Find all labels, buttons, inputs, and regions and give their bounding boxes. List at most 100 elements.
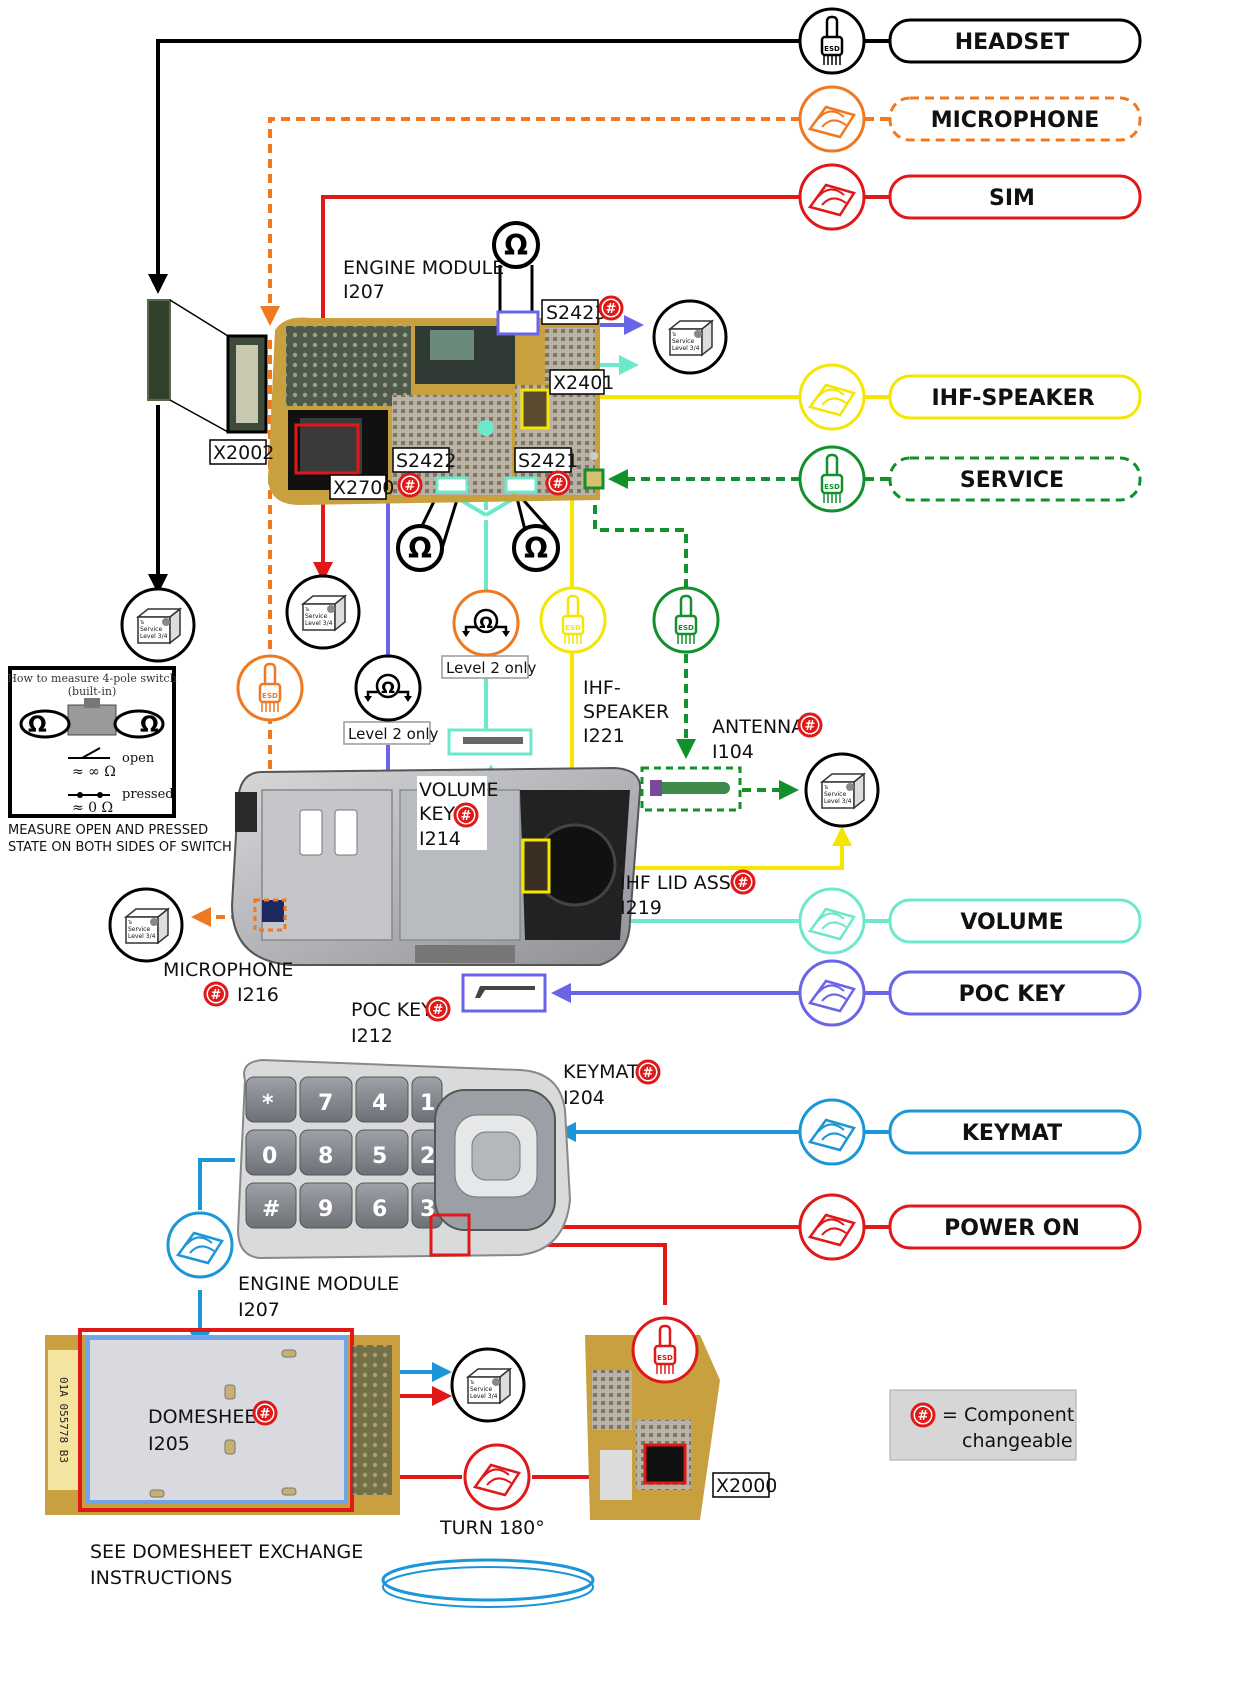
service-level-s2423-icon-text-0: To [671, 332, 677, 337]
esd-ihf-speaker-icon: ESD [541, 588, 605, 652]
badge-keymat: # [637, 1061, 659, 1083]
terminal-microphone: MICROPHONE [890, 98, 1140, 140]
esd-power-on-icon-text: ESD [657, 1354, 673, 1362]
engine-module-code: I207 [343, 281, 385, 303]
x2002-connector [148, 300, 266, 432]
badge-s2422: # [399, 474, 421, 496]
poc-key-part [463, 975, 545, 1011]
ohm-meter-s2421-icon-glyph: Ω [524, 532, 548, 565]
keymat-part [238, 1060, 570, 1258]
service-level-x2700-icon-text-0: To [304, 607, 310, 612]
terminal-poc-key-label: POC KEY [959, 982, 1067, 1007]
terminal-ihf-speaker: IHF-SPEAKER [890, 376, 1140, 418]
key-3: 3 [420, 1197, 435, 1222]
antenna-part [642, 768, 740, 810]
terminal-power-on: POWER ON [890, 1206, 1140, 1248]
volume-key-code: I214 [419, 828, 461, 850]
poc-key-label: POC KEY [351, 999, 433, 1021]
ohm-meter-s2422-icon: Ω [398, 526, 442, 570]
level2-label-b-group: Level 2 only [344, 722, 439, 744]
terminal-power-on-label: POWER ON [944, 1216, 1080, 1241]
legend-line-1: = Component [942, 1404, 1074, 1426]
service-level-domesheet-icon-text-1: Service [470, 1386, 492, 1393]
badge-poc-key: # [427, 998, 449, 1020]
engine-module-label: ENGINE MODULE [343, 257, 504, 279]
ohm-meter-s2423-icon-glyph: Ω [504, 229, 528, 262]
ihf-speaker-label-2: SPEAKER [583, 701, 669, 723]
keymat-code: I204 [563, 1087, 605, 1109]
manual-sim-icon [800, 165, 864, 229]
ihf-lid-label: IHF LID ASSY [620, 872, 743, 894]
badge-keymat-glyph: # [643, 1066, 654, 1081]
terminal-microphone-label: MICROPHONE [931, 108, 1100, 133]
service-level-x2700-icon-text-2: Level 3/4 [305, 620, 333, 627]
terminal-poc-key: POC KEY [890, 972, 1140, 1014]
service-level-antenna-icon: ToServiceLevel 3/4 [806, 754, 878, 826]
manual-ihf-speaker-icon [800, 365, 864, 429]
inset-open-value: ≈ ∞ Ω [72, 764, 116, 780]
key-1: * [262, 1091, 274, 1116]
esd-power-on-icon: ESD [633, 1318, 697, 1382]
service-level-antenna-icon-text-1: Service [824, 791, 846, 798]
terminal-volume-label: VOLUME [960, 910, 1063, 935]
antenna-label: ANTENNA [712, 716, 804, 738]
esd-service-icon-text: ESD [824, 483, 840, 491]
service-level-antenna-icon-text-2: Level 3/4 [824, 798, 852, 805]
key-9: 9 [318, 1197, 333, 1222]
terminal-ihf-speaker-label: IHF-SPEAKER [931, 386, 1094, 411]
esd-ihf-speaker-icon-text: ESD [565, 624, 581, 632]
s2422-switch-box [437, 478, 467, 492]
key-one: 1 [420, 1091, 435, 1116]
microphone-label: MICROPHONE [163, 959, 293, 981]
service-level-domesheet-icon-text-2: Level 3/4 [470, 1393, 498, 1400]
icons-layer: ESDESDESDESDESDESDToServiceLevel 3/4ToSe… [110, 9, 934, 1509]
esd-microphone-icon: ESD [238, 656, 302, 720]
service-level-microphone-icon-text-2: Level 3/4 [128, 933, 156, 940]
x2000-label-group: X2000 [713, 1473, 777, 1497]
key-7: 7 [318, 1091, 333, 1116]
x2700-label: X2700 [333, 477, 394, 499]
engine-module-2-label: ENGINE MODULE [238, 1273, 399, 1295]
manual-domesheet-icon [168, 1213, 232, 1277]
domesheet-code: I205 [148, 1433, 190, 1455]
service-level-microphone-icon-text-0: To [127, 920, 133, 925]
x2401-label-group: X2401 [550, 370, 614, 394]
inset-pressed-label: pressed [122, 787, 174, 802]
ohm-meter-s2422-icon-glyph: Ω [408, 532, 432, 565]
service-level-domesheet-icon-text-0: To [469, 1380, 475, 1385]
badge-domesheet: # [254, 1402, 276, 1424]
level2-label-a-group: Level 2 only [442, 656, 537, 678]
manual-power-on-icon [800, 1195, 864, 1259]
see-domesheet-2: INSTRUCTIONS [90, 1567, 232, 1589]
terminal-sim: SIM [890, 176, 1140, 218]
see-domesheet-1: SEE DOMESHEET EXCHANGE [90, 1541, 363, 1563]
esd-headset-icon-text: ESD [824, 45, 840, 53]
level2-label-b: Level 2 only [348, 725, 439, 743]
badge-s2423: # [600, 297, 622, 319]
service-level-x2002-icon-text-1: Service [140, 626, 162, 633]
turn-arrow-icon [383, 1560, 593, 1607]
badge-s2421: # [547, 472, 569, 494]
legend-line-2: changeable [962, 1430, 1073, 1452]
terminal-service-label: SERVICE [960, 468, 1064, 493]
key-6: 6 [372, 1197, 387, 1222]
inset-pressed-value: ≈ 0 Ω [72, 800, 113, 816]
key-4: 4 [372, 1091, 387, 1116]
four-pole-switch-inset: How to measure 4-pole switch (built-in) … [7, 668, 176, 816]
terminal-keymat: KEYMAT [890, 1111, 1140, 1153]
terminal-keymat-label: KEYMAT [962, 1121, 1062, 1146]
terminal-sim-label: SIM [989, 186, 1035, 211]
volume-junction [478, 420, 494, 436]
badge-ihf-lid-glyph: # [738, 876, 749, 891]
terminal-headset: HEADSET [890, 20, 1140, 62]
s2423-switch-box [498, 312, 538, 334]
badge-s2421-glyph: # [553, 477, 564, 492]
service-pads-box [585, 470, 603, 488]
terminal-volume: VOLUME [890, 900, 1140, 942]
x2002-label-group: X2002 [210, 440, 274, 464]
terminal-headset-label: HEADSET [955, 30, 1070, 55]
